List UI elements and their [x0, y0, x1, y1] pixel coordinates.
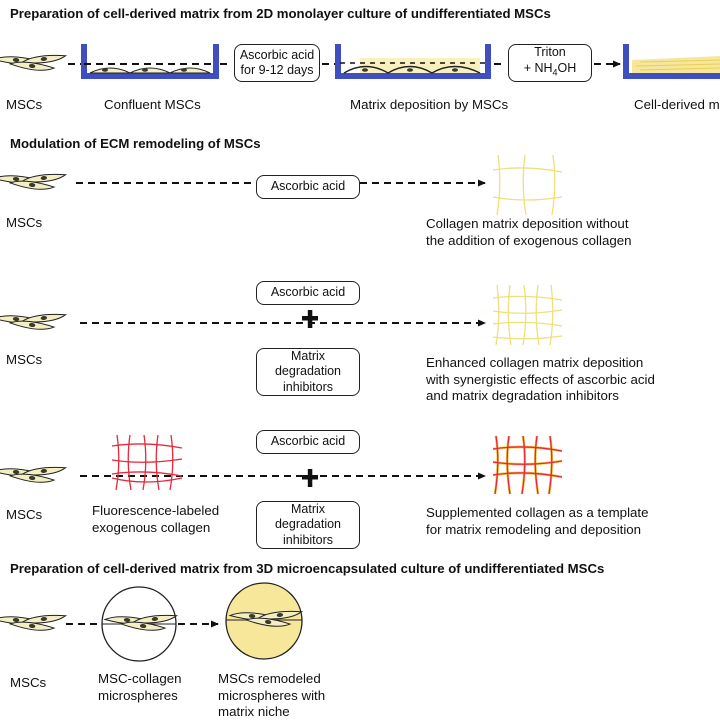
treatment-box-ascorbic-acid: Ascorbic acid [256, 430, 360, 454]
label-line: exogenous collagen [92, 519, 211, 535]
treatment-box-ascorbic-acid-9-12-days: Ascorbic acid for 9-12 days [234, 44, 320, 82]
label-matrix-deposition: Matrix deposition by MSCs [350, 97, 509, 112]
label-mscs: MSCs [6, 97, 43, 112]
treatment-box-triton-nh4oh: Triton + NH4OH [508, 44, 592, 82]
result-line: the addition of exogenous collagen [426, 232, 632, 248]
label-line: Fluorescence-labeled [92, 503, 220, 518]
plus-icon [302, 310, 318, 328]
section2-title: Modulation of ECM remodeling of MSCs [10, 136, 261, 151]
label-line: MSCs remodeled [218, 671, 321, 686]
treatment-box-line: degradation [274, 364, 342, 379]
nh-text: + NH [523, 60, 553, 75]
section2-row2-graphics [0, 284, 563, 346]
culture-dish-matrix-deposition-icon [335, 44, 491, 79]
msc-collagen-microsphere-icon [101, 586, 177, 662]
section3-title: Preparation of cell-derived matrix from … [10, 561, 605, 576]
msc-cell-cluster-icon [0, 173, 66, 192]
enhanced-collagen-matrix-icon [492, 284, 563, 346]
result-description: Collagen matrix deposition without the a… [426, 216, 632, 249]
treatment-box-line: Triton [534, 45, 566, 60]
fluorescent-exogenous-collagen-icon [111, 434, 183, 491]
culture-dish-confluent-icon [81, 44, 219, 79]
result-line: with synergistic effects of ascorbic aci… [426, 371, 655, 387]
treatment-box-matrix-degradation-inhibitors: Matrix degradation inhibitors [256, 501, 360, 549]
label-mscs: MSCs [10, 675, 47, 690]
label-mscs: MSCs [6, 507, 43, 522]
label-line: microspheres [98, 687, 178, 703]
label-confluent-mscs: Confluent MSCs [104, 97, 201, 112]
label-msc-collagen-microspheres: MSC-collagen microspheres [98, 671, 182, 704]
treatment-box-line: inhibitors [282, 532, 334, 547]
result-line: Enhanced collagen matrix deposition [426, 355, 644, 370]
treatment-box-line: Matrix [290, 348, 326, 363]
label-line: MSC-collagen [98, 671, 182, 686]
treatment-box-line: + NH4OH [524, 61, 577, 81]
msc-cell-cluster-icon [0, 313, 66, 332]
label-remodeled-microspheres: MSCs remodeled microspheres with matrix … [218, 671, 325, 721]
result-description: Supplemented collagen as a template for … [426, 505, 649, 538]
plus-icon [302, 469, 318, 487]
label-mscs: MSCs [6, 215, 43, 230]
subscript-4: 4 [552, 67, 558, 78]
section1-graphics [0, 44, 720, 79]
result-description: Enhanced collagen matrix deposition with… [426, 355, 655, 405]
treatment-box-line: inhibitors [282, 379, 334, 394]
culture-dish-cell-derived-matrix-icon [623, 44, 720, 79]
result-line: and matrix degradation inhibitors [426, 388, 619, 403]
treatment-box-line: Matrix [290, 501, 326, 516]
msc-cell-cluster-icon [0, 54, 66, 73]
section2-row3-graphics [0, 434, 563, 495]
section3-graphics [0, 582, 303, 662]
label-line: matrix niche [218, 704, 290, 719]
treatment-box-matrix-degradation-inhibitors: Matrix degradation inhibitors [256, 348, 360, 396]
collagen-matrix-icon [492, 154, 563, 216]
result-line: Supplemented collagen as a template [426, 505, 649, 520]
section1-title: Preparation of cell-derived matrix from … [10, 6, 551, 21]
result-line: for matrix remodeling and deposition [426, 521, 642, 537]
msc-cell-cluster-icon [0, 614, 66, 633]
section2-row1-graphics [0, 154, 563, 216]
treatment-box-ascorbic-acid: Ascorbic acid [256, 175, 360, 199]
treatment-box-ascorbic-acid: Ascorbic acid [256, 281, 360, 305]
result-line: Collagen matrix deposition without [426, 216, 629, 231]
supplemented-collagen-template-icon [492, 435, 563, 495]
label-fluorescence-labeled-collagen: Fluorescence-labeled exogenous collagen [92, 503, 219, 536]
label-cell-derived-matrix: Cell-derived matrix [634, 97, 720, 112]
oh-text: OH [557, 60, 577, 75]
label-mscs: MSCs [6, 352, 43, 367]
msc-cell-cluster-icon [0, 466, 66, 485]
remodeled-microsphere-with-matrix-niche-icon [225, 582, 303, 660]
label-line: microspheres with [218, 687, 326, 703]
treatment-box-line: degradation [274, 517, 342, 532]
treatment-box-line: Ascorbic acid [239, 47, 315, 62]
treatment-box-line: for 9-12 days [240, 63, 314, 77]
